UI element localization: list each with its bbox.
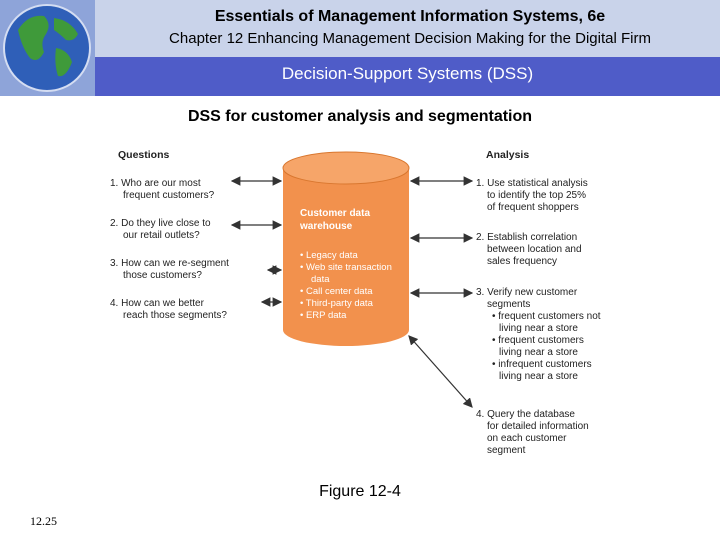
warehouse-item-line: • Call center data (300, 286, 373, 297)
analysis-4-line: for detailed information (487, 421, 589, 432)
question-3-line: 3. How can we re-segment (110, 258, 229, 269)
warehouse-item-line: • Third-party data (300, 298, 374, 309)
figure-label: Figure 12-4 (319, 483, 401, 500)
cylinder-body (283, 168, 409, 346)
analysis-1-line: of frequent shoppers (487, 202, 579, 213)
analysis-2-line: between location and (487, 244, 582, 255)
data-warehouse-cylinder (282, 151, 410, 346)
warehouse-item-line: • Legacy data (300, 250, 358, 261)
slide-subtitle: DSS for customer analysis and segmentati… (187, 108, 533, 125)
warehouse-label: Customer data warehouse • Legacy data• Web… (299, 208, 392, 321)
analysis-3-line: • infrequent customers (492, 359, 592, 370)
section-bar (95, 57, 720, 96)
analysis-heading: Analysis (486, 149, 529, 161)
analysis-1-line: 1. Use statistical analysis (476, 178, 588, 189)
header-bar (0, 0, 720, 57)
analysis-1-line: to identify the top 25% (487, 190, 586, 201)
analysis-3-line: • frequent customers not (492, 311, 601, 322)
analysis-3-line: living near a store (499, 371, 578, 382)
globe-logo (0, 0, 95, 96)
analysis-3-line: living near a store (499, 347, 578, 358)
analysis-4-line: 4. Query the database (476, 409, 575, 420)
analysis-2-line: 2. Establish correlation (476, 232, 577, 243)
warehouse-title-line: warehouse (299, 221, 353, 232)
question-4-line: reach those segments? (123, 310, 227, 321)
question-1-line: 1. Who are our most (110, 178, 201, 189)
chapter-title: Chapter 12 Enhancing Management Decision… (169, 30, 651, 47)
warehouse-item-line: data (311, 274, 330, 285)
analysis-3-line: segments (487, 299, 530, 310)
question-2-line: 2. Do they live close to (110, 218, 211, 229)
course-title: Essentials of Management Information Sys… (214, 8, 606, 25)
arrow-analysis-4 (408, 335, 473, 408)
question-1-line: frequent customers? (123, 190, 215, 201)
analysis-3-line: 3. Verify new customer (476, 287, 578, 298)
warehouse-item-line: • ERP data (300, 310, 347, 321)
analysis-4-line: segment (487, 445, 526, 456)
question-4-line: 4. How can we better (110, 298, 205, 309)
analysis-3-line: • frequent customers (492, 335, 584, 346)
page-number: 12.25 (30, 514, 57, 528)
analysis-3-line: living near a store (499, 323, 578, 334)
question-3-line: those customers? (123, 270, 202, 281)
questions-heading: Questions (118, 149, 170, 161)
section-title: Decision-Support Systems (DSS) (281, 64, 534, 83)
question-2-line: our retail outlets? (123, 230, 200, 241)
warehouse-item-line: • Web site transaction (300, 262, 392, 273)
analysis-2-line: sales frequency (487, 256, 557, 267)
warehouse-title-line: Customer data (300, 208, 370, 219)
cylinder-top (282, 151, 410, 185)
analysis-4-line: on each customer (487, 433, 567, 444)
